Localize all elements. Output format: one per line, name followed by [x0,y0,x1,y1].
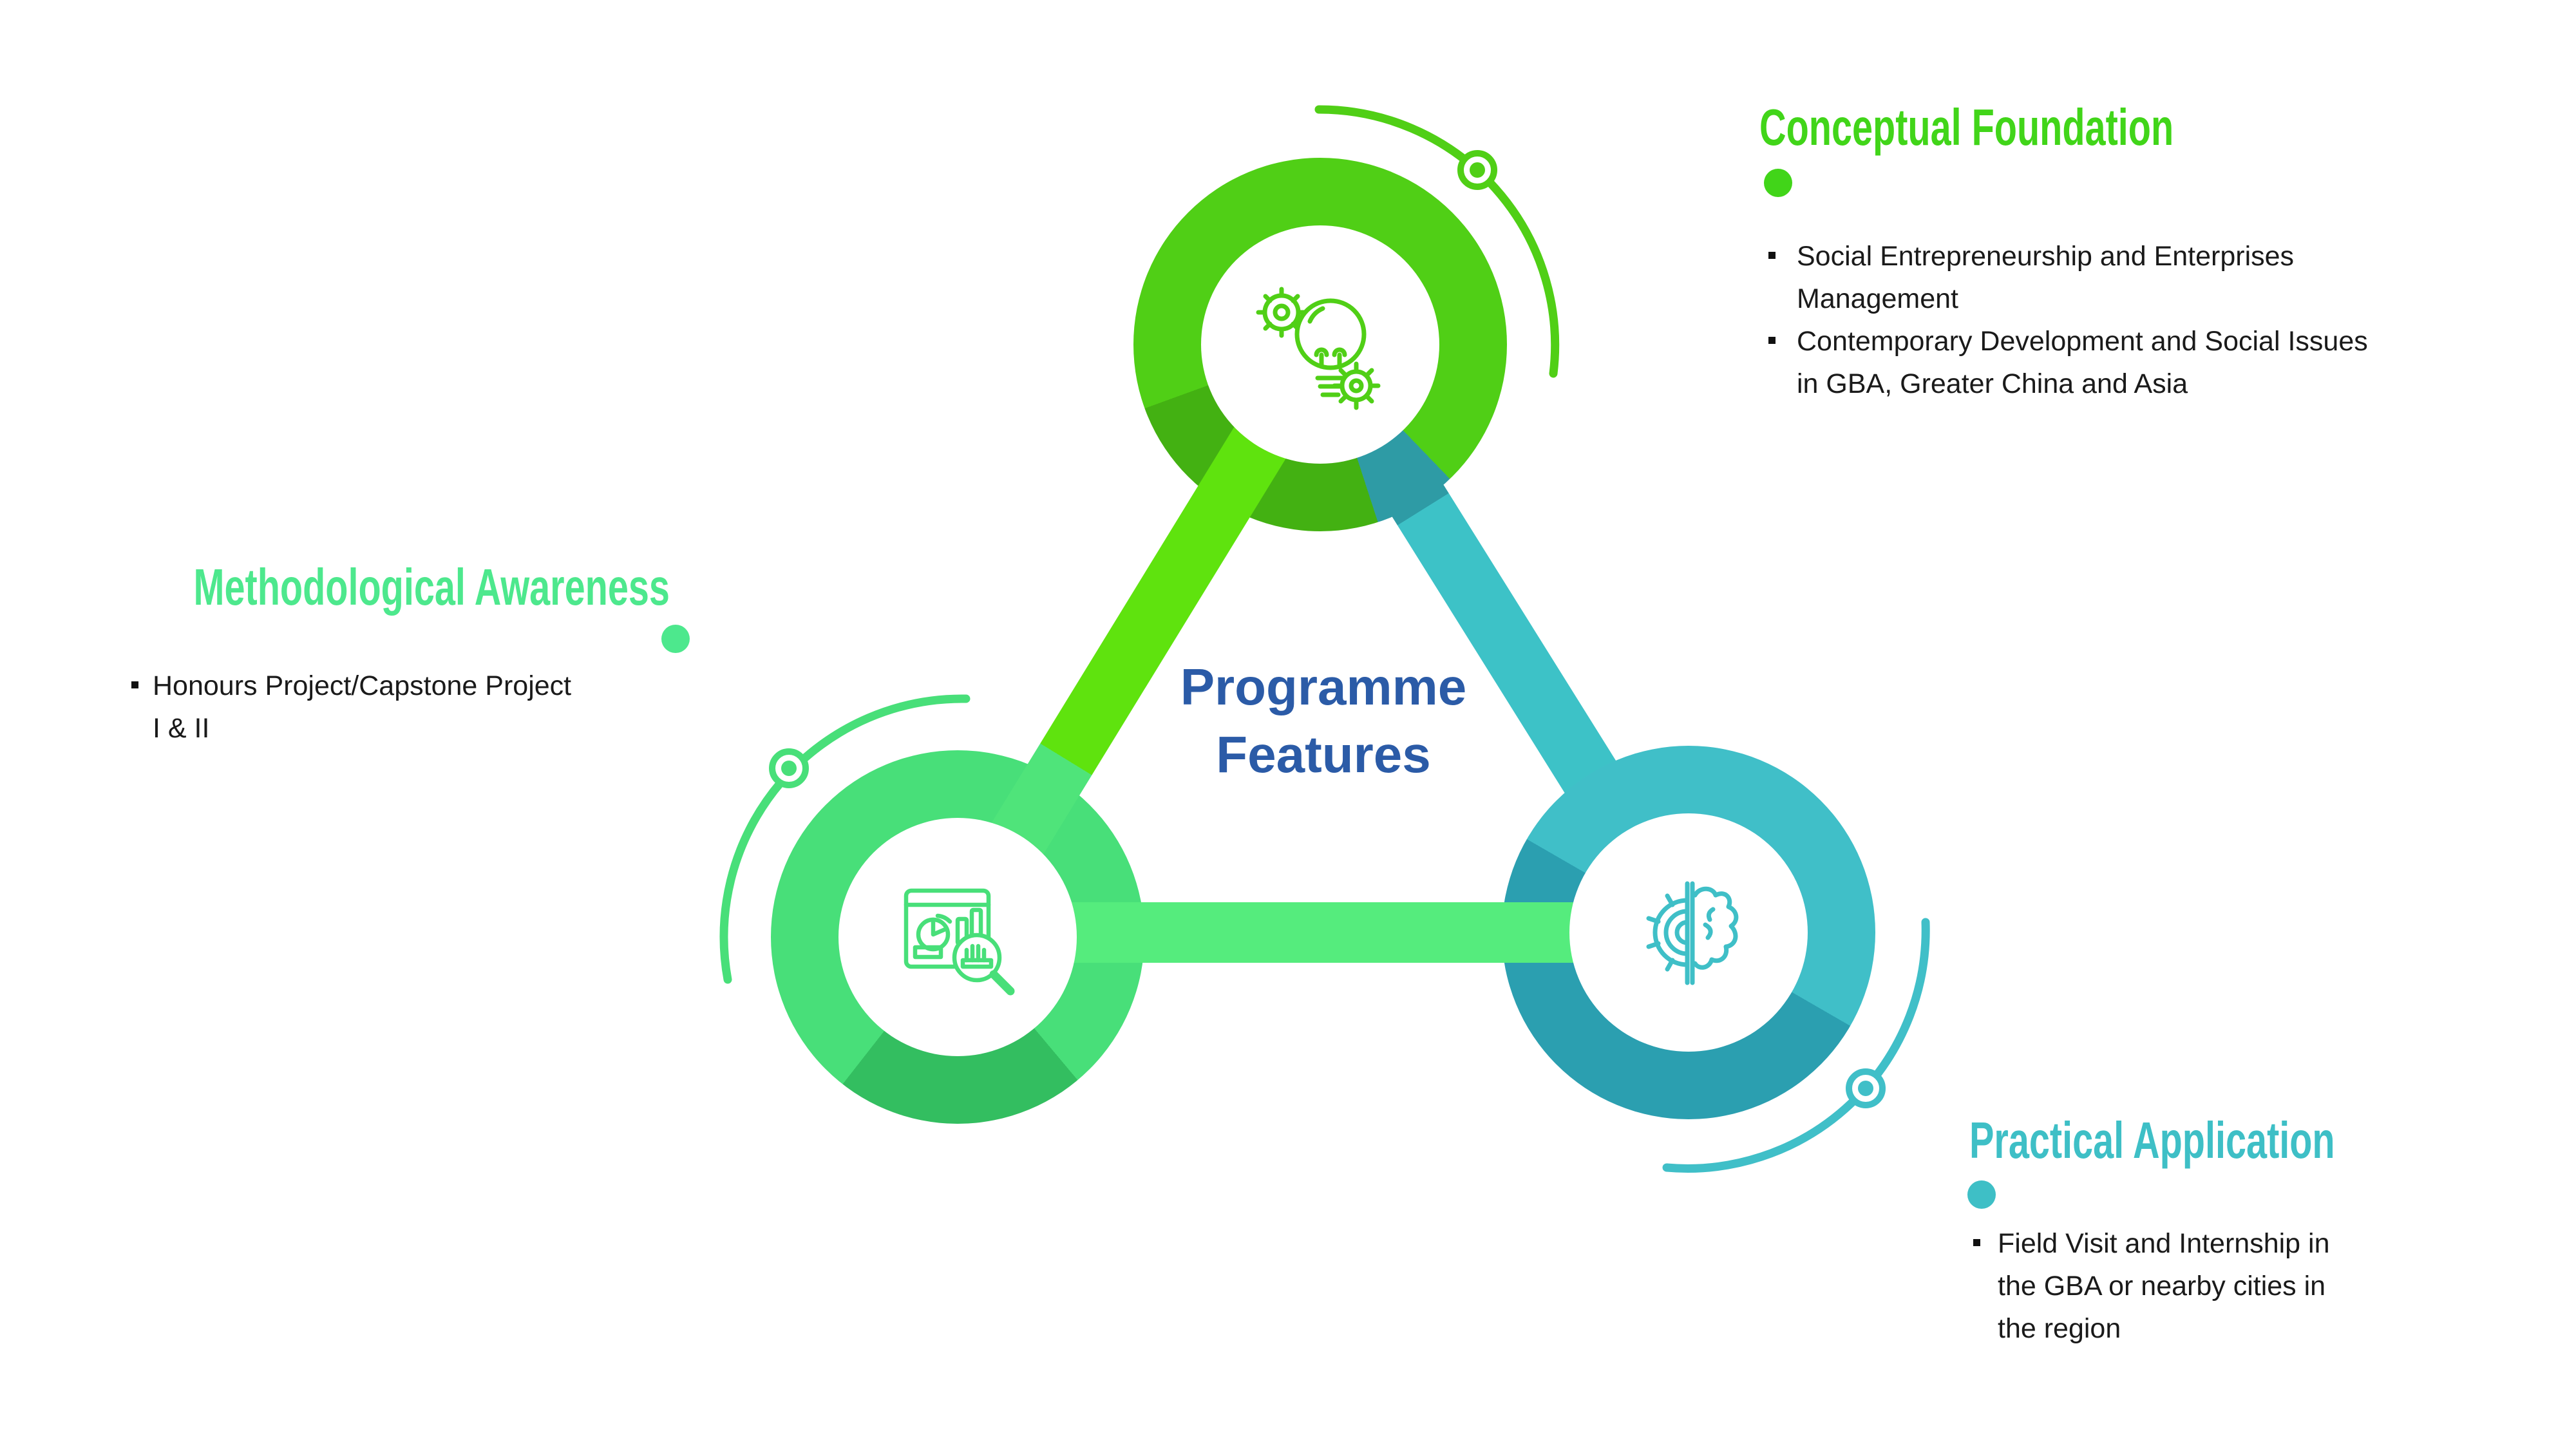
practical-node-core [1569,813,1808,1052]
left-orbit-donut-icon [769,748,809,788]
list-item: Social Entrepreneurship and Enterprises … [1768,235,2368,320]
page-title-line2: Features [1216,726,1431,783]
bullet-line: the region [1998,1313,2121,1344]
page-title-line1: Programme [1180,658,1467,715]
methodological-heading: Methodological Awareness [193,558,670,616]
conceptual-accent-dot [1764,169,1792,197]
bullet-line: Honours Project/Capstone Project [153,670,572,701]
methodological-node-core [838,818,1077,1056]
right-orbit-donut-icon [1846,1068,1886,1108]
methodological-bullet-list: Honours Project/Capstone Project I & II [131,665,571,750]
list-item: Honours Project/Capstone Project I & II [131,665,571,750]
practical-accent-dot [1967,1180,1996,1209]
bullet-line: I & II [153,713,210,744]
practical-heading: Practical Application [1969,1112,2335,1169]
conceptual-node-core [1201,225,1439,464]
practical-bullet-list: Field Visit and Internship in the GBA or… [1973,1222,2330,1350]
bullet-line: Contemporary Development and Social Issu… [1797,326,2368,357]
bullet-square-icon [1768,337,1776,344]
list-item: Field Visit and Internship in the GBA or… [1973,1222,2330,1350]
conceptual-bullet-list: Social Entrepreneurship and Enterprises … [1768,235,2368,405]
bullet-line: Management [1797,283,1958,314]
bullet-square-icon [131,681,138,688]
conceptual-heading: Conceptual Foundation [1759,99,2174,156]
list-item: Contemporary Development and Social Issu… [1768,320,2368,405]
bullet-line: Field Visit and Internship in [1998,1228,2330,1259]
bullet-line: Social Entrepreneurship and Enterprises [1797,241,2295,272]
bullet-line: the GBA or nearby cities in [1998,1271,2326,1302]
bullet-square-icon [1973,1239,1980,1246]
page-title: Programme Features [1066,653,1581,788]
bullet-line: in GBA, Greater China and Asia [1797,368,2188,399]
top-orbit-donut-icon [1457,150,1497,190]
methodological-accent-dot [661,625,690,653]
bullet-square-icon [1768,252,1776,259]
connector-left-to-right [958,902,1689,963]
